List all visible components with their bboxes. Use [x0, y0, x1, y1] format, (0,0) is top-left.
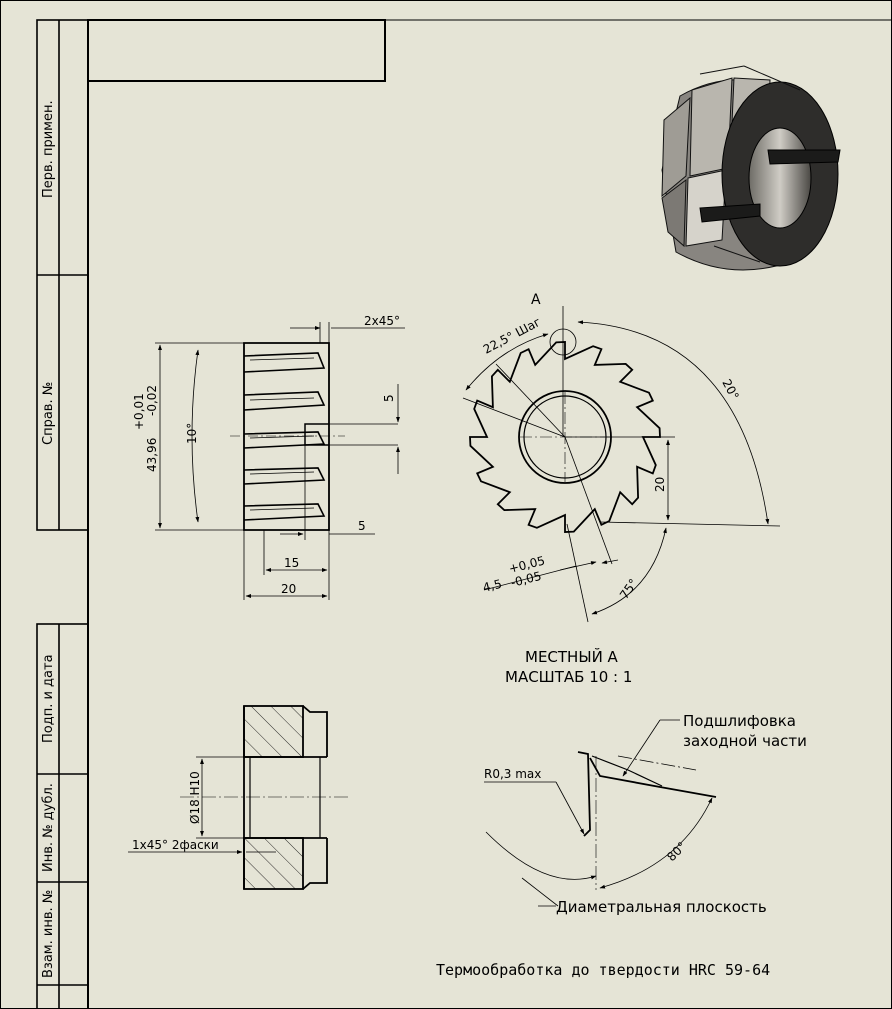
dim-bore: Ø18 H10 [188, 771, 202, 824]
dim-chamfer-note: 1x45° 2фаски [132, 838, 219, 852]
detail-view [484, 719, 717, 907]
dim-key-width: 5 [382, 394, 396, 402]
label-grind-line2: заходной части [683, 732, 807, 750]
dim-radius: R0,3 max [484, 767, 541, 781]
label-vzam-inv: Взам. инв. № [41, 890, 56, 978]
technical-note: Термообработка до твердости HRC 59-64 [436, 961, 770, 979]
sidebar-stamp [36, 19, 89, 1009]
dim-chamfer-2x45: 2x45° [364, 314, 400, 328]
dim-angle-75: 75° [617, 576, 641, 601]
detail-title-line2: МАСШТАБ 10 : 1 [505, 668, 632, 686]
front-view [155, 322, 405, 600]
label-sprav-no: Справ. № [41, 382, 56, 445]
cutter-3d-model [661, 65, 841, 271]
section-view [128, 705, 350, 890]
dim-key-depth: 5 [358, 519, 366, 533]
label-perv-primen: Перв. примен. [41, 100, 56, 198]
dim-length-15: 15 [284, 556, 299, 570]
detail-title-line1: МЕСТНЫЙ А [525, 647, 619, 666]
label-grind-line1: Подшлифовка [683, 712, 796, 730]
dim-angle-20: 20° [719, 377, 741, 402]
dim-diameter: 43,96 [145, 438, 159, 472]
label-inv-dubl: Инв. № дубл. [41, 783, 56, 872]
side-view [462, 306, 781, 623]
dim-angle-80: 80° [664, 839, 689, 864]
dim-pitch: 22,5° Шаг [481, 315, 543, 357]
dim-4-5: 4,5 [481, 577, 503, 595]
dim-tol-upper: +0,01 [132, 393, 146, 430]
label-podp-data: Подп. и дата [41, 654, 56, 743]
label-view-a: А [531, 292, 541, 308]
dim-angle-10: 10° [185, 423, 199, 444]
dim-length-20: 20 [281, 582, 296, 596]
dim-20: 20 [653, 477, 667, 492]
dim-tol-lower: -0,02 [145, 385, 159, 416]
label-diametral-plane: Диаметральная плоскость [556, 898, 767, 916]
